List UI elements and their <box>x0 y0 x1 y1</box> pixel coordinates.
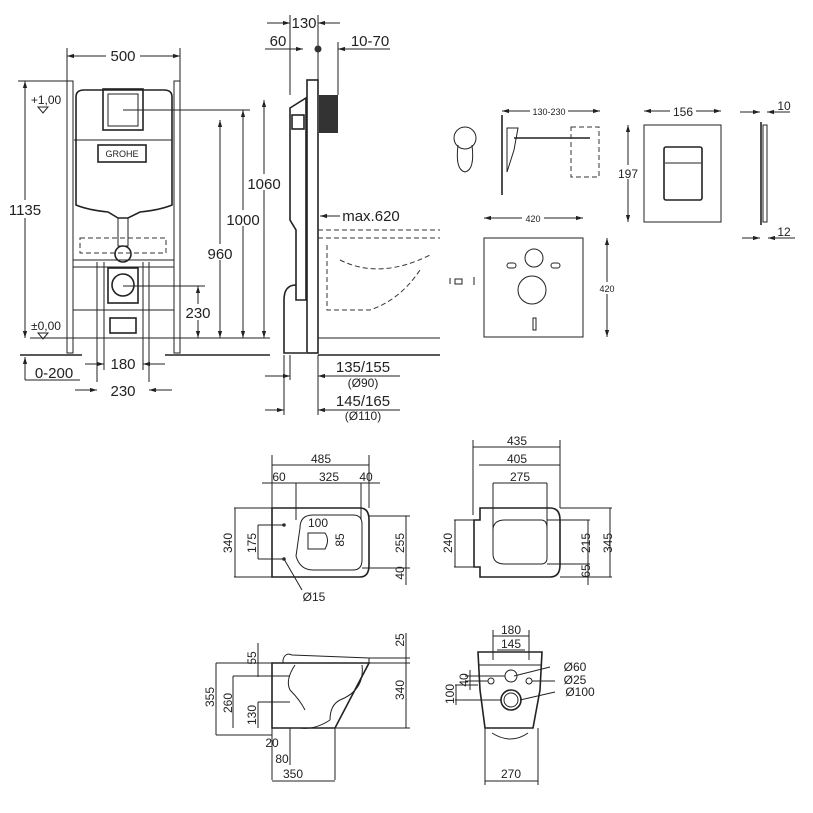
dim-1000: 1000 <box>226 212 259 229</box>
dim-130: 130 <box>291 15 316 32</box>
dim-355: 355 <box>203 687 217 707</box>
bracket <box>506 127 519 173</box>
dim-10-70: 10-70 <box>351 33 389 50</box>
dim-100-rear: 100 <box>443 684 457 704</box>
dim-65: 65 <box>579 564 593 578</box>
frame-side-post <box>306 79 319 354</box>
bowl-rear-view: 180 145 Ø60 Ø25 Ø100 40 100 270 <box>443 623 595 785</box>
dim-960: 960 <box>207 246 232 263</box>
dim-mat-width-420: 420 <box>525 214 540 224</box>
dim-dia-90: (Ø90) <box>348 376 379 390</box>
dim-60-top: 60 <box>272 470 286 484</box>
dim-145-165: 145/165 <box>336 393 390 410</box>
dim-80: 80 <box>275 752 289 766</box>
dim-height-1135: 1135 <box>9 202 41 219</box>
frame-front-view: GROHE 500 1135 +1,00 ±0,00 960 1000 <box>4 47 283 400</box>
frame-post-left <box>66 80 74 354</box>
dim-485: 485 <box>311 452 331 466</box>
dim-dia-25: Ø25 <box>564 673 587 687</box>
dim-130-230: 130-230 <box>532 107 565 117</box>
cistern <box>75 89 173 219</box>
acoustic-mat <box>483 237 584 338</box>
dim-dia-15: Ø15 <box>303 590 326 604</box>
dim-1060: 1060 <box>247 176 280 193</box>
dim-130-side: 130 <box>245 705 259 725</box>
dim-max-620: max.620 <box>342 208 400 225</box>
dim-345: 345 <box>601 533 615 553</box>
dim-55: 55 <box>245 651 259 665</box>
dim-405: 405 <box>507 452 527 466</box>
dim-60: 60 <box>270 33 287 50</box>
dim-270: 270 <box>501 767 521 781</box>
dim-width-500: 500 <box>110 48 135 65</box>
frame-post-right <box>173 80 181 354</box>
dim-85: 85 <box>333 533 347 547</box>
dim-325: 325 <box>319 470 339 484</box>
dim-dia-100: Ø100 <box>565 685 595 699</box>
brand-label: GROHE <box>105 149 138 159</box>
dim-40-top: 40 <box>359 470 373 484</box>
dim-175: 175 <box>245 533 259 553</box>
level-top-label: +1,00 <box>31 93 62 107</box>
dim-156: 156 <box>673 105 693 119</box>
dim-dia-110: (Ø110) <box>345 409 381 423</box>
wall-plugs <box>449 277 475 285</box>
dim-435: 435 <box>507 434 527 448</box>
dim-215: 215 <box>579 533 593 553</box>
dim-275: 275 <box>510 470 530 484</box>
dim-135-155: 135/155 <box>336 359 390 376</box>
dim-floor-range: 0-200 <box>35 365 73 382</box>
dim-255: 255 <box>393 533 407 553</box>
flush-plate-side <box>319 95 338 133</box>
dim-145: 145 <box>501 637 521 651</box>
dim-180-rear: 180 <box>501 623 521 637</box>
dim-340-side: 340 <box>393 680 407 700</box>
wall-hanger <box>453 126 477 150</box>
dim-260: 260 <box>221 693 235 713</box>
dim-240: 240 <box>441 533 455 553</box>
dim-12: 12 <box>777 225 791 239</box>
dim-230-width: 230 <box>110 383 135 400</box>
grohe-logo <box>97 144 147 163</box>
dim-340-top: 340 <box>221 533 235 553</box>
dim-230-height: 230 <box>185 305 210 322</box>
dim-40-side: 40 <box>393 566 407 580</box>
dim-197: 197 <box>618 167 638 181</box>
dim-25: 25 <box>393 633 407 647</box>
dim-40-rear: 40 <box>457 673 471 687</box>
dim-mat-height-420: 420 <box>599 284 614 294</box>
dim-20: 20 <box>265 736 279 750</box>
dim-dia-60: Ø60 <box>564 660 587 674</box>
level-floor-label: ±0,00 <box>31 319 61 333</box>
frame-side-view: 130 60 10-70 max.620 135/155 (Ø90) 145/1… <box>265 15 440 423</box>
dim-100-top: 100 <box>308 516 328 530</box>
dim-350: 350 <box>283 767 303 781</box>
flush-plate-front <box>643 124 722 223</box>
dim-10: 10 <box>777 99 791 113</box>
bowl-side-view: 55 25 340 355 260 130 20 80 350 <box>203 633 410 782</box>
bowl-top-view: 485 60 325 40 340 175 100 85 255 40 Ø15 <box>221 452 410 604</box>
flush-button <box>663 146 703 201</box>
seat-top-view: 435 405 275 240 215 65 345 <box>441 434 615 585</box>
dim-180: 180 <box>110 356 135 373</box>
accessories: 130-230 156 197 10 12 420 420 <box>449 99 795 338</box>
